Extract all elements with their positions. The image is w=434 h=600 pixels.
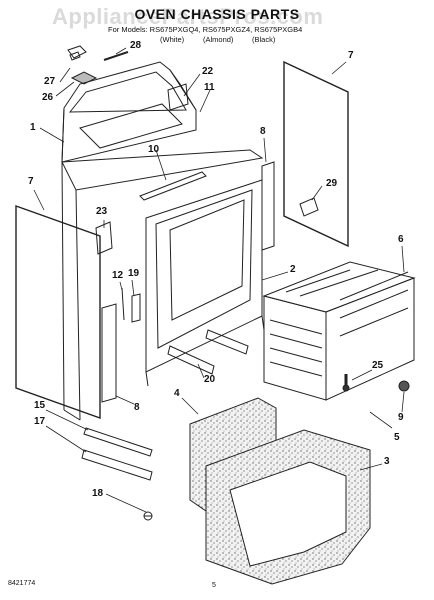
- side-bracket-part-8-upper: [261, 161, 275, 251]
- callout-5: 5: [394, 432, 400, 443]
- color-label-white: (White): [160, 35, 185, 44]
- rod-part-28: [103, 51, 129, 61]
- callout-28: 28: [130, 40, 142, 51]
- callout-7-left: 7: [28, 176, 34, 187]
- chassis-frame-part-1: [61, 61, 264, 421]
- callout-7-right: 7: [348, 50, 354, 61]
- callout-8-lower: 8: [134, 402, 140, 413]
- callout-23: 23: [96, 206, 108, 217]
- bracket-part-12: [121, 287, 125, 321]
- callout-17: 17: [34, 416, 46, 427]
- knob-part-9: [398, 380, 410, 392]
- side-panel-part-7-left: [15, 205, 101, 419]
- callout-15: 15: [34, 400, 46, 411]
- callout-25: 25: [372, 360, 384, 371]
- callout-18: 18: [92, 488, 104, 499]
- callout-11: 11: [204, 82, 215, 93]
- callout-1: 1: [30, 122, 36, 133]
- rail-part-15: [83, 427, 153, 457]
- callout-29: 29: [326, 178, 338, 189]
- side-bracket-part-8-lower: [101, 303, 117, 403]
- callout-22: 22: [202, 66, 214, 77]
- callout-27: 27: [44, 76, 56, 87]
- hinge-part-29: [299, 197, 319, 217]
- bottom-bracket-part-20: [167, 329, 249, 375]
- footer-part-number: 8421774: [8, 580, 36, 587]
- rail-part-17: [81, 449, 153, 481]
- latch-part-23: [95, 221, 113, 255]
- callout-9: 9: [398, 412, 404, 423]
- callout-20: 20: [204, 374, 216, 385]
- callout-12: 12: [112, 270, 124, 281]
- front-frame: [145, 179, 265, 387]
- insulation-part-3: [205, 429, 371, 585]
- watermark-text: AppliancePartsPros.com: [52, 4, 324, 29]
- sensor-part-25: [342, 374, 350, 392]
- footer-page-number: 5: [212, 582, 216, 589]
- model-list: For Models: RS675PXGQ4, RS675PXGZ4, RS67…: [108, 25, 303, 34]
- oven-liner-part-6: [262, 261, 416, 401]
- diagram-title: OVEN CHASSIS PARTS: [134, 6, 300, 22]
- callout-19: 19: [128, 268, 140, 279]
- color-label-black: (Black): [252, 35, 276, 44]
- top-bracket-part-27: [67, 45, 87, 61]
- callout-26: 26: [42, 92, 54, 103]
- callout-6: 6: [398, 234, 404, 245]
- callout-8-upper: 8: [260, 126, 266, 137]
- leveling-foot-part-18: [143, 511, 153, 521]
- top-cap-part-26: [70, 71, 98, 85]
- color-label-almond: (Almond): [203, 35, 234, 44]
- callout-2: 2: [290, 264, 296, 275]
- callout-3: 3: [384, 456, 390, 467]
- clip-part-19: [131, 293, 141, 323]
- side-panel-part-7-right: [283, 60, 349, 248]
- callout-4: 4: [174, 388, 180, 399]
- leader-lines: [33, 47, 405, 513]
- callout-10: 10: [148, 144, 160, 155]
- cross-brace-part-10: [139, 171, 207, 201]
- corner-bracket-part-22: [167, 83, 189, 111]
